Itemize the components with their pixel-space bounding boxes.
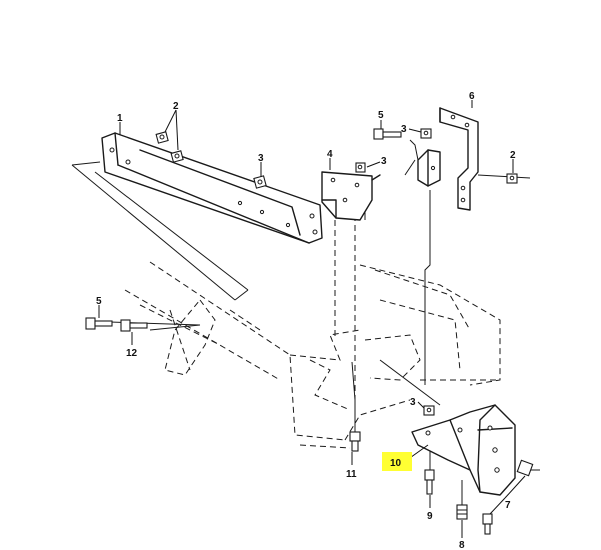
frame-rail	[124, 261, 501, 449]
bolt-7-a	[516, 459, 534, 477]
callout-8: 8	[459, 540, 465, 550]
callout-3-bar: 3	[258, 153, 264, 164]
callout-3-plate: 3	[381, 156, 387, 167]
nut-3-upper	[420, 128, 432, 139]
callout-10-highlight	[382, 452, 412, 471]
leader-lines	[71, 139, 540, 505]
nut-3-plate	[355, 162, 366, 173]
nut-8	[456, 504, 468, 520]
bolt-5-upper	[373, 128, 402, 140]
callout-12: 12	[126, 348, 138, 359]
bolt-12-left	[120, 319, 148, 332]
hardware	[85, 128, 534, 535]
callout-7: 7	[505, 500, 511, 511]
callout-2-upper: 2	[173, 101, 179, 112]
bolt-5-left	[85, 317, 113, 330]
bolt-9	[424, 469, 435, 495]
callout-4: 4	[327, 149, 333, 160]
bolt-7-b	[482, 513, 493, 535]
callout-9: 9	[427, 511, 433, 522]
callout-10: 10	[390, 458, 402, 469]
callout-5-upper: 5	[378, 110, 384, 121]
clip-bracket	[417, 149, 441, 187]
bolt-11	[349, 431, 361, 452]
mounting-plate-part-4	[321, 171, 381, 221]
callout-labels: 1 2 3 4 3 5 3 6 2 5 12 3 10 11 9 8 7	[96, 91, 516, 550]
channel-bar-part-1	[101, 132, 323, 244]
nut-2-upper-a	[155, 131, 169, 144]
callout-arrows	[98, 100, 526, 538]
nut-3-lower	[423, 405, 435, 416]
callout-5-left: 5	[96, 296, 102, 307]
nut-2-upper-b	[170, 150, 184, 163]
callout-3-upper: 3	[401, 124, 407, 135]
main-bracket-part-10	[411, 404, 516, 496]
nut-3-bar	[253, 175, 267, 189]
callout-3-lower: 3	[410, 397, 416, 408]
bent-bracket-part-6	[439, 107, 479, 211]
callout-1: 1	[117, 113, 123, 124]
callout-6: 6	[469, 91, 475, 102]
nut-2-right	[506, 173, 518, 184]
callout-11: 11	[346, 469, 357, 480]
callout-2-right: 2	[510, 150, 516, 161]
